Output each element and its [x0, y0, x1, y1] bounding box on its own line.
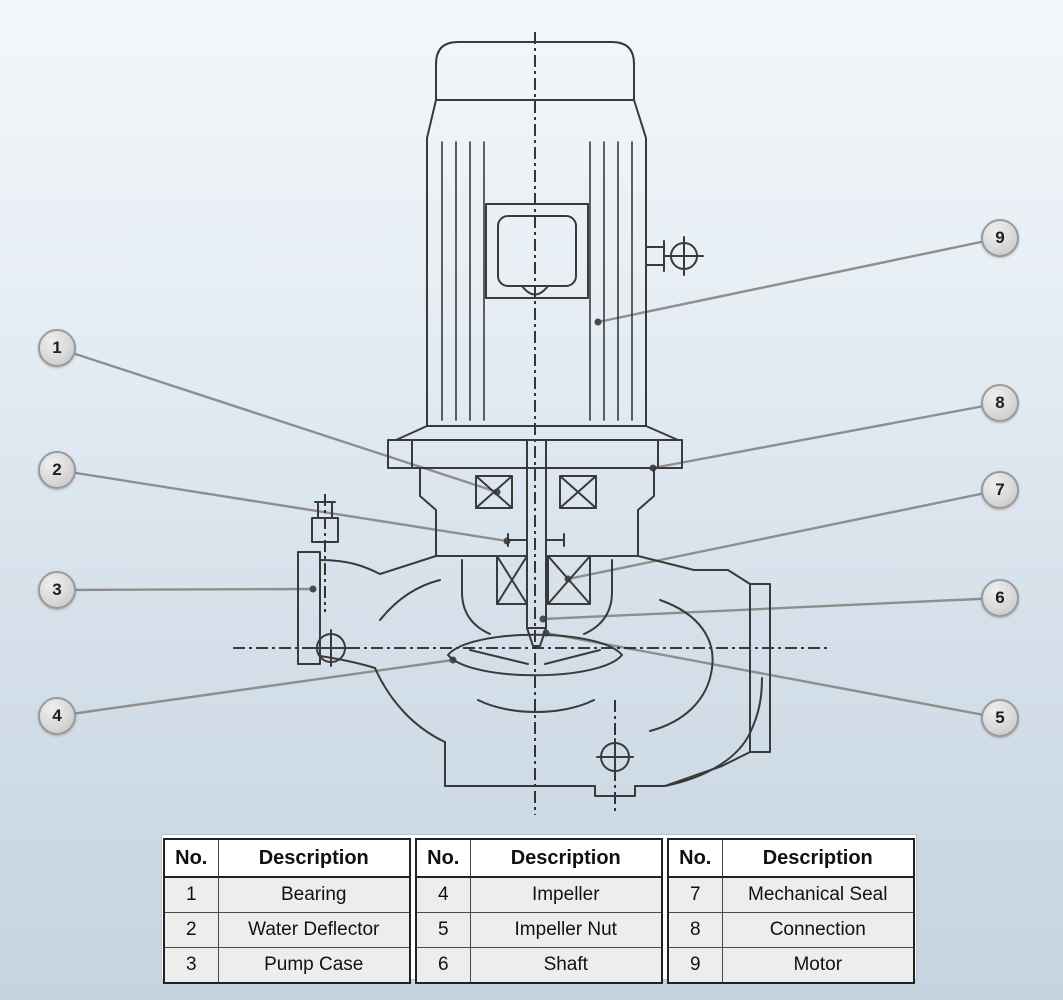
- callout-3-number: 3: [52, 580, 62, 599]
- callout-5: 5: [981, 699, 1019, 737]
- no-header: No.: [667, 838, 723, 878]
- callout-5-number: 5: [995, 708, 1005, 727]
- description-header: Description: [469, 838, 663, 878]
- parts-table-group-3: No. Description 7 Mechanical Seal 8 Conn…: [667, 838, 915, 984]
- drain-crosshair: [596, 738, 634, 776]
- pump-outline: [297, 41, 771, 797]
- callout-1: 1: [38, 329, 76, 367]
- impeller: [447, 633, 623, 677]
- description-header: Description: [721, 838, 915, 878]
- table-row: 5 Impeller Nut: [415, 912, 663, 948]
- water-deflector: [507, 533, 565, 547]
- connection-bracket-right: [637, 467, 655, 557]
- part-desc: Motor: [721, 947, 915, 984]
- part-desc: Water Deflector: [217, 912, 411, 948]
- table-row: 8 Connection: [667, 912, 915, 948]
- callout-2: 2: [38, 451, 76, 489]
- part-no: 3: [163, 947, 219, 984]
- part-no: 2: [163, 912, 219, 948]
- callout-7-number: 7: [995, 480, 1005, 499]
- casing-left-lower: [374, 667, 446, 787]
- callout-8-number: 8: [995, 393, 1005, 412]
- table-row: 9 Motor: [667, 947, 915, 984]
- part-no: 4: [415, 876, 471, 913]
- volute-inner-right: [649, 599, 714, 732]
- terminal-box: [485, 203, 589, 299]
- part-desc: Mechanical Seal: [721, 876, 915, 913]
- parts-table-group-1: No. Description 1 Bearing 2 Water Deflec…: [163, 838, 411, 984]
- terminal-box-inner: [497, 215, 577, 287]
- part-no: 1: [163, 876, 219, 913]
- connection-bracket-left: [419, 467, 437, 557]
- mechanical-seal: [496, 555, 591, 605]
- callout-4-number: 4: [52, 706, 62, 725]
- grease-fitting: [645, 236, 704, 276]
- part-desc: Impeller: [469, 876, 663, 913]
- motor-body: [426, 99, 647, 427]
- leader-lines: [55, 236, 1002, 720]
- parts-table-group-2: No. Description 4 Impeller 5 Impeller Nu…: [415, 838, 663, 984]
- table-row: 1 Bearing: [163, 876, 411, 913]
- table-row: 4 Impeller: [415, 876, 663, 913]
- right-flange: [749, 583, 771, 753]
- part-desc: Connection: [721, 912, 915, 948]
- flange-bolt: [311, 501, 339, 543]
- callout-9: 9: [981, 219, 1019, 257]
- table-row: 2 Water Deflector: [163, 912, 411, 948]
- part-desc: Impeller Nut: [469, 912, 663, 948]
- parts-table: No. Description 1 Bearing 2 Water Deflec…: [161, 834, 917, 984]
- no-header: No.: [163, 838, 219, 878]
- casing-right-lower: [664, 677, 763, 787]
- callout-2-number: 2: [52, 460, 62, 479]
- motor-fins: [441, 141, 633, 421]
- mounting-flange: [387, 439, 683, 469]
- table-row: 3 Pump Case: [163, 947, 411, 984]
- left-flange-crosshair: [312, 629, 350, 667]
- callout-9-number: 9: [995, 228, 1005, 247]
- callout-6: 6: [981, 579, 1019, 617]
- callout-8: 8: [981, 384, 1019, 422]
- callout-6-number: 6: [995, 588, 1005, 607]
- callout-1-number: 1: [52, 338, 62, 357]
- part-desc: Shaft: [469, 947, 663, 984]
- part-desc: Bearing: [217, 876, 411, 913]
- part-no: 5: [415, 912, 471, 948]
- table-row: 6 Shaft: [415, 947, 663, 984]
- table-row: 7 Mechanical Seal: [667, 876, 915, 913]
- no-header: No.: [415, 838, 471, 878]
- part-no: 9: [667, 947, 723, 984]
- callout-7: 7: [981, 471, 1019, 509]
- description-header: Description: [217, 838, 411, 878]
- impeller-nut: [526, 627, 547, 647]
- part-no: 6: [415, 947, 471, 984]
- part-no: 7: [667, 876, 723, 913]
- bearing-blocks: [475, 475, 597, 509]
- part-no: 8: [667, 912, 723, 948]
- motor-dome: [435, 41, 635, 101]
- centerlines: [233, 32, 828, 815]
- callout-3: 3: [38, 571, 76, 609]
- callout-4: 4: [38, 697, 76, 735]
- left-flange: [297, 551, 321, 665]
- part-desc: Pump Case: [217, 947, 411, 984]
